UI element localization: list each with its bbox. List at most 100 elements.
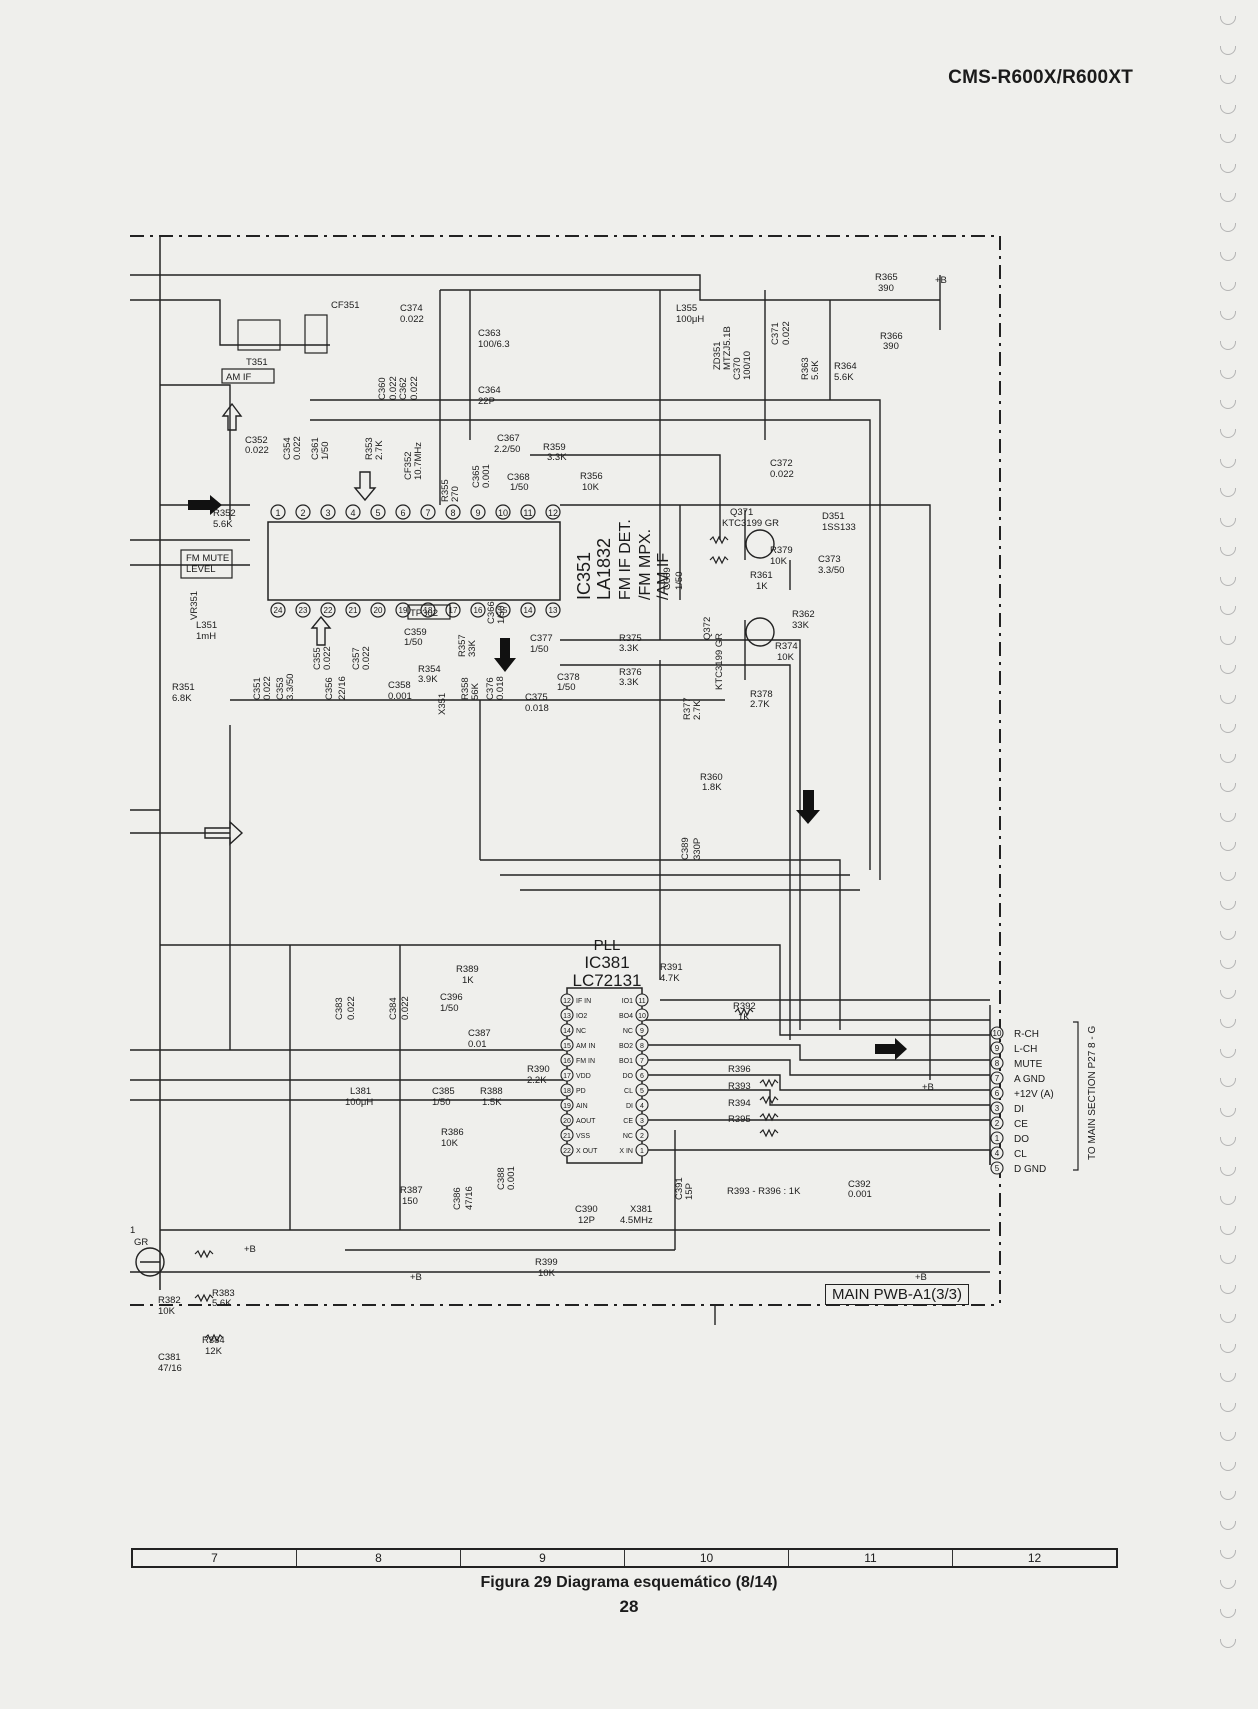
ic381-pin-number: 1 xyxy=(640,1148,644,1155)
connector-pin xyxy=(990,1101,1004,1115)
ic351-pin xyxy=(545,602,561,618)
connector-side-label: TO MAIN SECTION P27 8 - G xyxy=(1087,1025,1098,1160)
ic351-pin xyxy=(270,602,286,618)
ic381-pin-name: X IN xyxy=(619,1148,633,1155)
ic381-pin-number: 22 xyxy=(563,1148,571,1155)
ic351-pin-number: 2 xyxy=(300,508,305,518)
resistor-symbol xyxy=(194,1293,214,1303)
ic351-pin xyxy=(295,602,311,618)
component-label-l381: L381 xyxy=(350,1086,371,1097)
component-label-c355: C355 xyxy=(312,647,323,670)
component-label-c353v: 3.3/50 xyxy=(285,674,296,700)
ic351-pin-number: 16 xyxy=(474,606,483,615)
component-label-c370: C370 xyxy=(732,357,743,380)
resistor-symbol xyxy=(194,1249,214,1259)
component-label-r382: R382 xyxy=(158,1295,181,1306)
ic351-pin xyxy=(320,504,336,520)
component-label-c384: C384 xyxy=(388,997,399,1020)
component-label-c376: C376 xyxy=(485,677,496,700)
component-label-r386v: 10K xyxy=(441,1138,459,1149)
ic351-pin-number: 17 xyxy=(449,606,458,615)
page-title: CMS-R600X/R600XT xyxy=(948,67,1133,88)
component-label-c367: C367 xyxy=(497,433,520,444)
ic381-pin xyxy=(560,1023,574,1037)
grid-col: 10 xyxy=(625,1550,789,1566)
signal-arrows xyxy=(188,402,907,1060)
ic381-pin-number: 18 xyxy=(563,1088,571,1095)
component-label-r359: R359 xyxy=(543,442,566,453)
ic381-pin-name: IO2 xyxy=(576,1013,587,1020)
connector-pin xyxy=(990,1056,1004,1070)
component-label-r388: R388 xyxy=(480,1086,503,1097)
component-label-c362: C362 xyxy=(398,377,409,400)
ic381-pin-number: 21 xyxy=(563,1133,571,1140)
component-label-r352v: 5.6K xyxy=(213,519,233,530)
ic351-pin-number: 19 xyxy=(399,606,408,615)
component-label-c383v: 0.022 xyxy=(346,996,357,1020)
component-label-plus_b3: +B xyxy=(410,1272,422,1283)
component-label-c378: C378 xyxy=(557,672,580,683)
ic351-pin xyxy=(395,504,411,520)
ic351-pin xyxy=(495,602,511,618)
ic351-pin-number: 6 xyxy=(400,508,405,518)
component-label-r362: R362 xyxy=(792,609,815,620)
ic381-pin-name: DO xyxy=(623,1073,634,1080)
ic381-pin-number: 15 xyxy=(563,1043,571,1050)
component-label-l355v: 100μH xyxy=(676,314,704,325)
ic381-pin-number: 5 xyxy=(640,1088,644,1095)
ic381-pin xyxy=(560,1098,574,1112)
connector-pin xyxy=(990,1146,1004,1160)
connector-pin xyxy=(990,1161,1004,1175)
component-label-c396v: 1/50 xyxy=(440,1003,459,1014)
component-label-r355: R355 xyxy=(440,479,451,502)
component-label-r360: R360 xyxy=(700,772,723,783)
ic381-pin-number: 6 xyxy=(640,1073,644,1080)
ic351-pin xyxy=(370,602,386,618)
connector-pin-number: 5 xyxy=(995,1164,1000,1173)
ic381-pin xyxy=(635,1023,649,1037)
ic381-pin-name: VDD xyxy=(576,1073,591,1080)
ic351-pin-number: 20 xyxy=(374,606,383,615)
ic351-pin xyxy=(470,504,486,520)
component-label-r379v: 10K xyxy=(770,556,788,567)
component-label-x381v: 4.5MHz xyxy=(620,1215,653,1226)
ic381-pin-name: NC xyxy=(623,1133,633,1140)
component-label-c365v: 0.001 xyxy=(481,464,492,488)
ic381-part: LC72131 xyxy=(572,971,641,990)
component-label-r383v: 5.6K xyxy=(212,1298,232,1309)
component-label-q371v: KTC3199 GR xyxy=(722,518,779,529)
component-label-cf352v: 10.7MHz xyxy=(413,442,424,480)
ic381-pin-number: 4 xyxy=(640,1103,644,1110)
resistor-symbol xyxy=(734,1007,754,1017)
component-label-r382v: 10K xyxy=(158,1306,176,1317)
component-label-q372v: KTC3199 GR xyxy=(714,633,725,690)
grid-reference-strip: 7 8 9 10 11 12 xyxy=(131,1548,1118,1568)
component-label-c360: C360 xyxy=(377,377,388,400)
connector-pin-name: A GND xyxy=(1014,1074,1045,1085)
component-label-r366v: 390 xyxy=(883,341,899,352)
component-label-q_gr: GR xyxy=(134,1237,148,1248)
ic381-pin xyxy=(635,993,649,1007)
ic351-pin-number: 12 xyxy=(548,508,558,518)
connector-pin-name: CL xyxy=(1014,1149,1027,1160)
resistor-symbol xyxy=(759,1078,779,1088)
connector-pin-name: R-CH xyxy=(1014,1029,1039,1040)
component-label-q372: Q372 xyxy=(702,617,713,640)
component-label-l351: L351 xyxy=(196,620,217,631)
resistor-symbol xyxy=(759,1095,779,1105)
component-label-r352: R352 xyxy=(213,508,236,519)
component-label-r377: R377 xyxy=(682,697,693,720)
component-label-c357: C357 xyxy=(351,647,362,670)
component-label-r356v: 10K xyxy=(582,482,600,493)
ic351-pin-number: 3 xyxy=(325,508,330,518)
component-label-c377v: 1/50 xyxy=(530,644,549,655)
ic351-desc2: /FM MPX. xyxy=(637,529,654,600)
connector-pin-name: +12V (A) xyxy=(1014,1089,1054,1100)
component-label-c371: C371 xyxy=(770,322,781,345)
ic381-pin-number: 19 xyxy=(563,1103,571,1110)
component-label-r355v: 270 xyxy=(450,486,461,502)
component-label-c371v: 0.022 xyxy=(781,321,792,345)
connector-pin-number: 3 xyxy=(995,1104,1000,1113)
connector-pin-name: DO xyxy=(1014,1134,1029,1145)
